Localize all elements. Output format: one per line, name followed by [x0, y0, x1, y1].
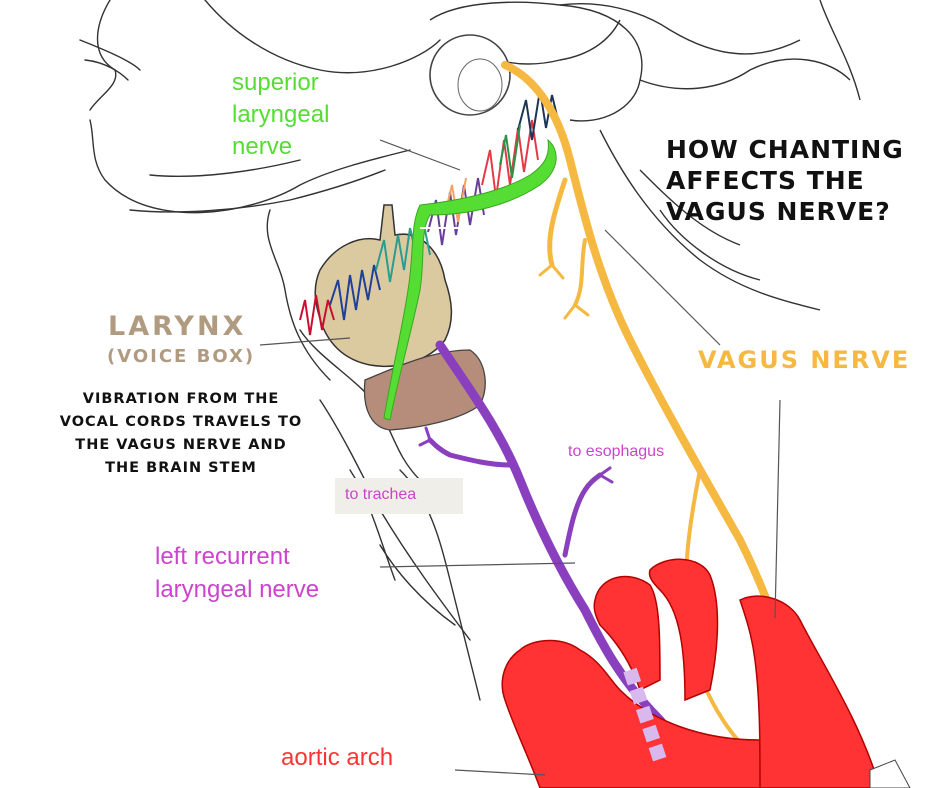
note-line: THE VAGUS NERVE AND — [75, 437, 287, 453]
note-line: THE BRAIN STEM — [105, 460, 257, 476]
to-esophagus-label: to esophagus — [568, 443, 665, 460]
aortic-arch-label: aortic arch — [281, 744, 394, 771]
superior-laryngeal-nerve — [383, 138, 557, 421]
aortic-arch-shape — [501, 558, 881, 788]
left-recurrent-laryngeal-nerve-label: left recurrent laryngeal nerve — [155, 540, 319, 606]
page-title: HOW CHANTING AFFECTS THE VAGUS NERVE? — [666, 134, 904, 227]
note-line: VIBRATION FROM THE — [82, 391, 280, 407]
label-line: nerve — [232, 133, 293, 160]
vagus-nerve-label: VAGUS NERVE — [698, 346, 911, 374]
label-line: left recurrent — [155, 543, 290, 570]
to-trachea-label: to trachea — [345, 486, 417, 503]
label-line: laryngeal — [232, 101, 330, 128]
voice-box-label: (VOICE BOX) — [107, 346, 256, 367]
title-line: HOW CHANTING — [666, 135, 904, 164]
title-line: VAGUS NERVE? — [666, 197, 891, 226]
larynx-label: LARYNX — [108, 311, 247, 342]
leader-lines — [259, 139, 781, 776]
label-line: laryngeal nerve — [155, 576, 320, 603]
skull-base — [429, 34, 511, 116]
skull-outline — [429, 0, 861, 311]
label-line: superior — [232, 69, 319, 96]
to-trachea-panel — [335, 478, 463, 514]
vibration-note: VIBRATION FROM THE VOCAL CORDS TRAVELS T… — [36, 388, 326, 480]
superior-laryngeal-nerve-label: superior laryngeal nerve — [232, 67, 329, 163]
aortic-ligament — [623, 667, 667, 763]
note-line: VOCAL CORDS TRAVELS TO — [59, 414, 303, 430]
title-line: AFFECTS THE — [666, 166, 865, 195]
